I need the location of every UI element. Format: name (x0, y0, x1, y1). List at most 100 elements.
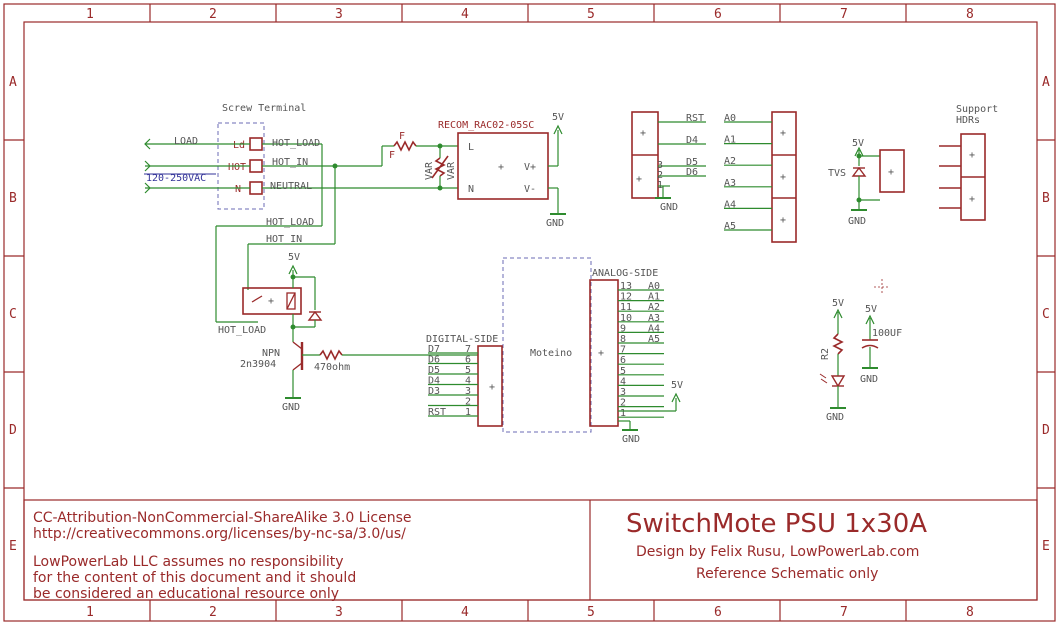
analog-header-6pin: + + + (771, 111, 797, 243)
pin-number: 2 (620, 398, 626, 409)
pin-label: V+ (524, 162, 536, 173)
svg-text:+: + (268, 296, 274, 307)
pin-number: 11 (620, 302, 632, 313)
col-label: 3 (335, 7, 343, 22)
svg-text:+: + (780, 172, 786, 183)
tvs-header (879, 149, 905, 193)
pin-number: 10 (620, 313, 632, 324)
led-indicator: 5V R2 GND (819, 298, 846, 423)
col-label: 7 (840, 605, 848, 620)
row-label: C (9, 307, 17, 322)
gnd-label: GND (546, 218, 564, 229)
supply-label: 5V (852, 138, 864, 149)
svg-text:+: + (489, 382, 495, 393)
var-label: VAR (446, 161, 457, 180)
cap-label: 100UF (872, 328, 902, 339)
pin-name: A1 (648, 292, 660, 303)
pin-number: 4 (465, 376, 471, 387)
row-label: B (1042, 191, 1050, 206)
pin-name: D3 (428, 386, 440, 397)
pin-name: A3 (724, 178, 736, 189)
col-label: 5 (587, 605, 595, 620)
col-label: 4 (461, 7, 469, 22)
supply-label: 5V (552, 112, 564, 123)
col-label: 7 (840, 7, 848, 22)
gnd-label: GND (660, 202, 678, 213)
col-label: 6 (714, 605, 722, 620)
digital-header (477, 345, 503, 427)
pin-name: A0 (724, 113, 736, 124)
column-labels-top: 1 2 3 4 5 6 7 8 (86, 7, 974, 22)
svg-text:+: + (780, 128, 786, 139)
supply-label: 5V (865, 304, 877, 315)
header-gnd: GND (655, 185, 678, 213)
resistor-label: 470ohm (314, 362, 350, 373)
pin-label: N (235, 184, 241, 195)
title-block-frame (23, 499, 1038, 601)
col-label: 3 (335, 605, 343, 620)
screw-terminal: Screw Terminal Ld HOT N (217, 103, 306, 210)
pin-label: V- (524, 184, 536, 195)
row-label: B (9, 191, 17, 206)
gnd-label: GND (848, 216, 866, 227)
tvs-diode: 5V GND TVS + (828, 138, 905, 227)
ac-input-label: 120-250VAC (146, 173, 206, 184)
npn-label: NPN (262, 348, 280, 359)
bulk-capacitor: 5V GND 100UF (860, 279, 902, 385)
var-label: VAR (424, 161, 435, 180)
net-label: NEUTRAL (270, 181, 312, 192)
pin-number: 12 (620, 292, 632, 303)
pin-name: A0 (648, 281, 660, 292)
reference-note: Reference Schematic only (696, 566, 878, 582)
title-block: CC-Attribution-NonCommercial-ShareAlike … (23, 499, 1038, 602)
moteino-outline (502, 257, 592, 433)
pin-name: A5 (724, 221, 736, 232)
col-label: 8 (966, 7, 974, 22)
gnd-label: GND (860, 374, 878, 385)
net-label: HOT_LOAD (218, 325, 266, 336)
col-label: 4 (461, 605, 469, 620)
col-label: 5 (587, 7, 595, 22)
supply-label: 5V (671, 380, 683, 391)
row-label: E (1042, 539, 1050, 554)
license-line: CC-Attribution-NonCommercial-ShareAlike … (33, 510, 412, 526)
column-ticks (4, 4, 1055, 621)
pin-number: 3 (465, 386, 471, 397)
net-label: HOT_LOAD (266, 217, 314, 228)
r2-label: R2 (820, 348, 831, 360)
pin-name: A4 (648, 323, 660, 334)
pin-name: D5 (428, 365, 440, 376)
col-label: 1 (86, 7, 94, 22)
pin-name: A3 (648, 313, 660, 324)
disclaimer-line: for the content of this document and it … (33, 570, 356, 586)
column-labels-bottom: 1 2 3 4 5 6 7 8 (86, 605, 974, 620)
supply-label: 5V (832, 298, 844, 309)
col-label: 2 (209, 605, 217, 620)
fuse-label: F (399, 131, 405, 142)
gnd-label: GND (622, 434, 640, 445)
pin-name: A1 (724, 135, 736, 146)
pin-number: 9 (620, 323, 626, 334)
pin-name: A4 (724, 199, 736, 210)
header-outline (771, 111, 797, 243)
relay-outline (242, 287, 302, 315)
pin-name: D7 (428, 344, 440, 355)
analog-side-label: ANALOG-SIDE (592, 268, 658, 279)
header-4pin: + + (631, 111, 659, 199)
pin-number: 5 (465, 365, 471, 376)
svg-text:+: + (888, 167, 894, 178)
pin-name: A5 (648, 334, 660, 345)
svg-text:+: + (969, 150, 975, 161)
npn-part-label: 2n3904 (240, 359, 276, 370)
pin-number: 13 (620, 281, 632, 292)
pin-name: A2 (724, 156, 736, 167)
pin-number: 6 (465, 355, 471, 366)
pin-number: 3 (657, 160, 663, 171)
row-label: E (9, 539, 17, 554)
row-label: A (1042, 75, 1050, 90)
pin-number: 7 (620, 345, 626, 356)
pin-number: 3 (620, 387, 626, 398)
